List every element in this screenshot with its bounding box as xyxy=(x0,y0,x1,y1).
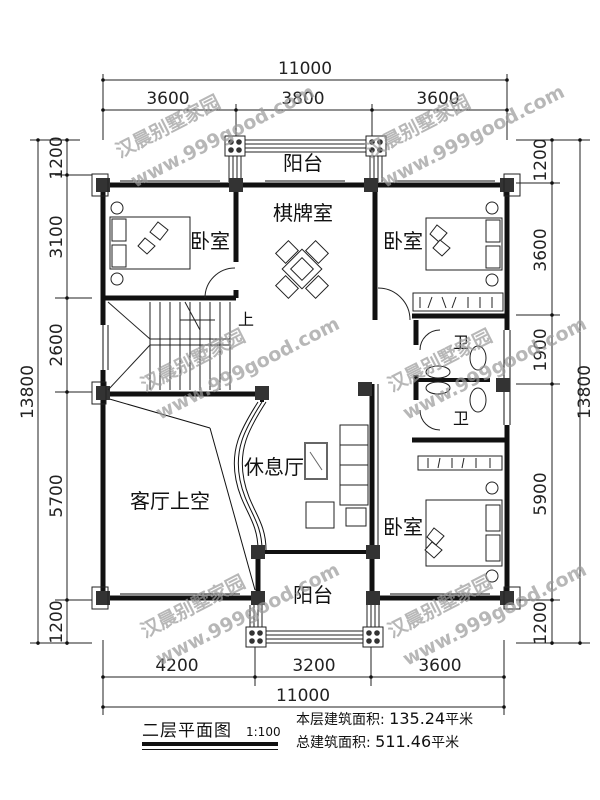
walls xyxy=(100,180,511,601)
top-dimension-ticks xyxy=(101,78,509,112)
room-label-bedroom-ne: 卧室 xyxy=(383,229,423,253)
title-underline-thin xyxy=(142,749,278,750)
bottom-dimension-3: 3600 xyxy=(418,656,461,676)
bottom-dimension-ticks xyxy=(101,675,506,709)
right-dimension-ticks xyxy=(550,138,582,645)
door-swing-nw xyxy=(204,267,236,299)
wardrobe-hangers-se xyxy=(427,457,491,469)
bathroom-fixtures xyxy=(419,329,487,431)
room-label-chess-room: 棋牌室 xyxy=(273,201,333,225)
left-dimension-ticks xyxy=(36,138,69,645)
room-label-balcony-top: 阳台 xyxy=(283,151,323,175)
stair-up-label: 上 xyxy=(238,310,254,329)
bed-nw-icon xyxy=(109,201,191,286)
room-label-lounge: 休息厅 xyxy=(244,455,304,479)
total-area-row: 总建筑面积: 511.46平米 xyxy=(296,731,473,754)
lounge-furniture xyxy=(304,424,369,529)
floor-area-row: 本层建筑面积: 135.24平米 xyxy=(296,708,473,731)
left-dimension-4: 5700 xyxy=(47,474,67,517)
floor-area-value: 135.24 xyxy=(389,709,446,728)
left-dimension-1: 1200 xyxy=(47,136,67,179)
bottom-dimension-2: 3200 xyxy=(292,656,335,676)
bed-ne-icon xyxy=(412,201,504,312)
left-dimension-5: 1200 xyxy=(47,600,67,643)
floor-area-unit: 平米 xyxy=(445,712,474,728)
top-dimension-1: 3600 xyxy=(146,89,189,109)
right-dimension-4: 5900 xyxy=(531,472,551,515)
title-underline-thick xyxy=(142,742,278,746)
card-table-icon xyxy=(274,239,330,300)
door-swing-ne xyxy=(377,287,411,321)
drawing-scale: 1:100 xyxy=(246,725,281,739)
total-area-unit: 平米 xyxy=(431,735,460,751)
wardrobe-hangers-ne xyxy=(419,296,493,309)
floor-area-label: 本层建筑面积: xyxy=(296,712,385,728)
bottom-balcony xyxy=(245,605,384,648)
staircase-icon xyxy=(107,301,231,391)
room-label-bedroom-se: 卧室 xyxy=(383,515,423,539)
room-label-bedroom-nw: 卧室 xyxy=(190,229,230,253)
left-dimension-3: 2600 xyxy=(47,323,67,366)
area-info: 本层建筑面积: 135.24平米 总建筑面积: 511.46平米 xyxy=(296,708,473,754)
right-total-dimension: 13800 xyxy=(575,365,595,419)
top-dimension-2: 3800 xyxy=(281,89,324,109)
room-label-bathroom-2: 卫 xyxy=(453,409,469,428)
room-label-bathroom-1: 卫 xyxy=(453,333,469,352)
left-dimension-2: 3100 xyxy=(47,215,67,258)
top-dimension-3: 3600 xyxy=(416,89,459,109)
column-outlines xyxy=(91,173,521,610)
right-dimension-2: 3600 xyxy=(531,228,551,271)
top-balcony xyxy=(224,135,387,182)
top-total-dimension: 11000 xyxy=(278,59,332,79)
room-label-living-void: 客厅上空 xyxy=(130,489,210,513)
right-dimension-5: 1200 xyxy=(531,601,551,644)
total-area-value: 511.46 xyxy=(375,732,432,751)
drawing-title: 二层平面图 xyxy=(142,721,232,741)
bottom-total-dimension: 11000 xyxy=(276,686,330,706)
bed-se-icon xyxy=(417,455,503,583)
room-label-balcony-bottom: 阳台 xyxy=(293,583,333,607)
right-dimension-3: 1900 xyxy=(531,328,551,371)
column-pattern-icon xyxy=(228,139,383,153)
left-total-dimension: 13800 xyxy=(18,365,38,419)
right-dimension-1: 1200 xyxy=(531,138,551,181)
watermarks: 汉晨别墅家园 www.999good.com 汉晨别墅家园 www.999goo… xyxy=(112,81,590,671)
drawing-title-block: 二层平面图 1:100 xyxy=(142,716,281,741)
column-pattern-icon xyxy=(249,630,380,644)
bottom-dimension-1: 4200 xyxy=(155,656,198,676)
total-area-label: 总建筑面积: xyxy=(296,735,371,751)
